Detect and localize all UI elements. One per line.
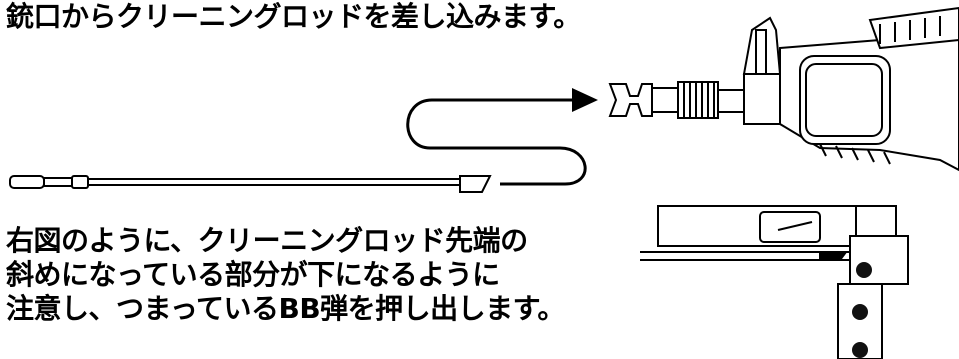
bb-pellets — [852, 262, 872, 358]
cleaning-rod — [9, 175, 492, 193]
instruction-line-3: 注意し、つまっているBB弾を押し出します。 — [6, 292, 565, 325]
rifle-illustration — [608, 6, 959, 172]
instruction-line-2: 斜めになっている部分が下になるように — [6, 258, 500, 291]
insertion-arrow — [406, 98, 587, 186]
instruction-line-1: 右図のように、クリーニングロッド先端の — [6, 224, 528, 257]
arrow-head-icon — [572, 88, 598, 112]
instruction-top: 銃口からクリーニングロッドを差し込みます。 — [6, 0, 581, 33]
chamber-cross-section — [640, 205, 909, 359]
